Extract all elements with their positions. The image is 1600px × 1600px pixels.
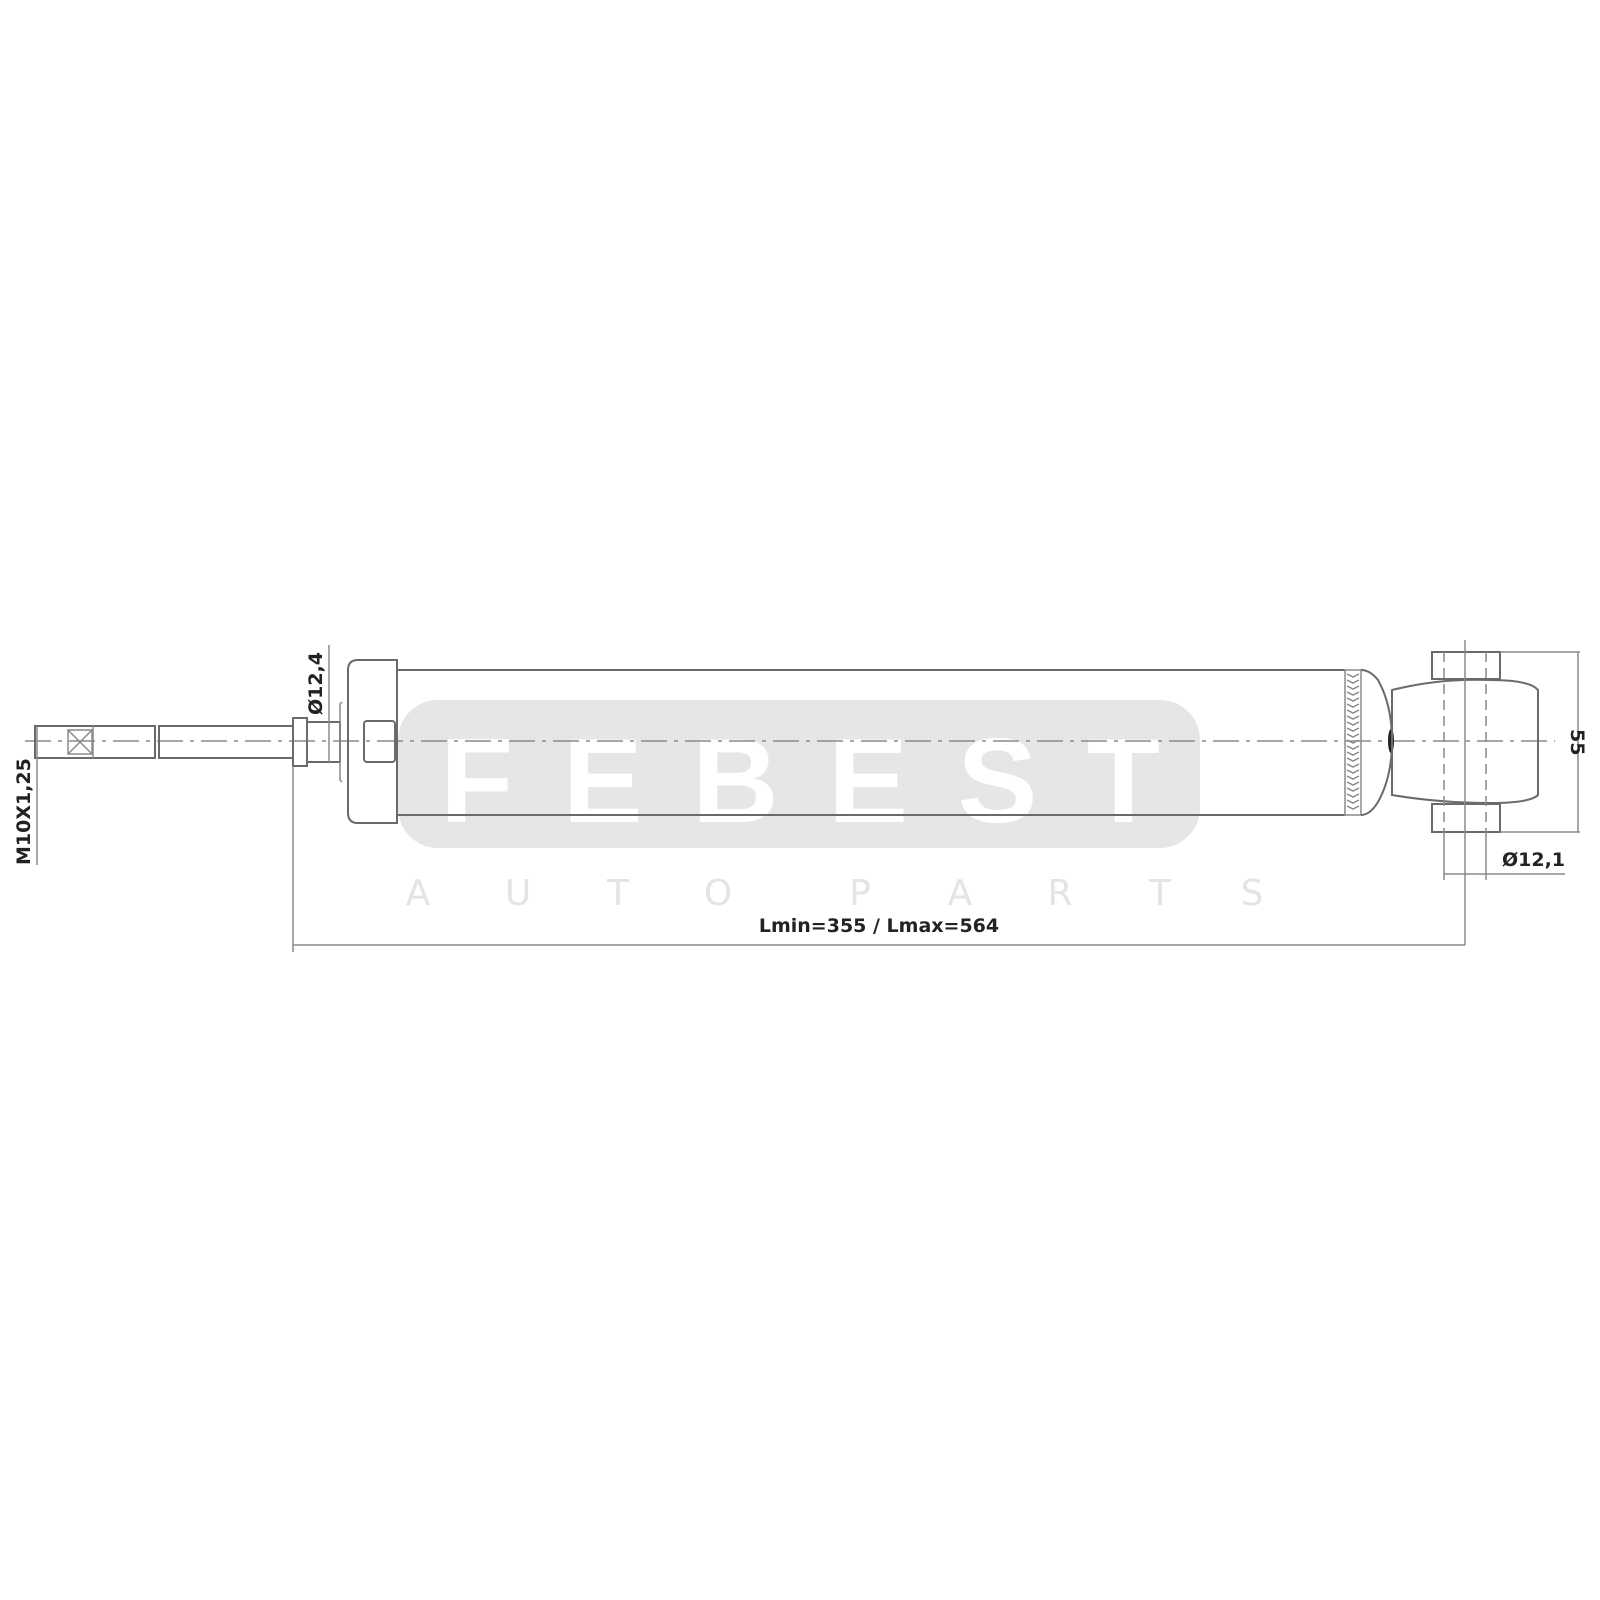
knurl-mark [1346,745,1360,750]
tagline-letter: T [1148,873,1172,914]
length-dimension: Lmin=355 / Lmax=564 [759,915,999,937]
tagline-letter: U [505,873,531,914]
threaded-end [34,725,156,759]
knurl-mark [1346,697,1360,702]
wrench-flat [67,729,93,755]
knurl-mark [1346,709,1360,714]
bushing-top [1431,651,1501,680]
knurl-mark [1346,685,1360,690]
knurl-mark [1346,763,1360,768]
knurl-mark [1346,781,1360,786]
top-cap [347,659,398,824]
eye-mount [1391,640,1539,945]
bushing-bottom [1431,803,1501,833]
rod-nut [292,717,308,767]
rod-diameter-dimension: Ø12,4 [305,652,327,715]
knurl-mark [1346,775,1360,780]
knurl-mark [1346,739,1360,744]
knurl-mark [1346,727,1360,732]
tagline-letter: O [704,873,732,914]
knurl-mark [1346,793,1360,798]
knurl-mark [1346,673,1360,678]
watermark-plate [398,700,1200,848]
knurl-mark [1346,733,1360,738]
eye-width-dimension: 55 [1566,729,1588,755]
tagline-letter: S [1241,873,1264,914]
rod-collar [306,721,341,763]
tagline-letter: P [849,873,871,914]
knurl-mark [1346,799,1360,804]
tagline-letter: R [1047,873,1072,914]
knurl-mark [1346,715,1360,720]
thread-dimension: M10X1,25 [13,758,35,865]
knurl-mark [1346,757,1360,762]
knurl-mark [1346,679,1360,684]
tagline-letter: A [948,873,973,914]
tagline-letter: T [606,873,630,914]
piston-rod [34,701,343,783]
tagline-letter: A [406,873,431,914]
knurl-mark [1346,703,1360,708]
knurl-mark [1346,751,1360,756]
knurl-mark [1346,691,1360,696]
knurl-mark [1346,787,1360,792]
knurled-band [1344,669,1362,816]
bushing-diameter-dimension: Ø12,1 [1502,849,1565,871]
knurl-mark [1346,721,1360,726]
knurl-mark [1346,805,1360,810]
rod [158,725,294,759]
cap-slot [363,720,396,763]
dimensions: M10X1,25 Ø12,4 55 Ø12,1 Lmin=355 / Lmax=… [13,645,1588,952]
knurl-mark [1346,769,1360,774]
